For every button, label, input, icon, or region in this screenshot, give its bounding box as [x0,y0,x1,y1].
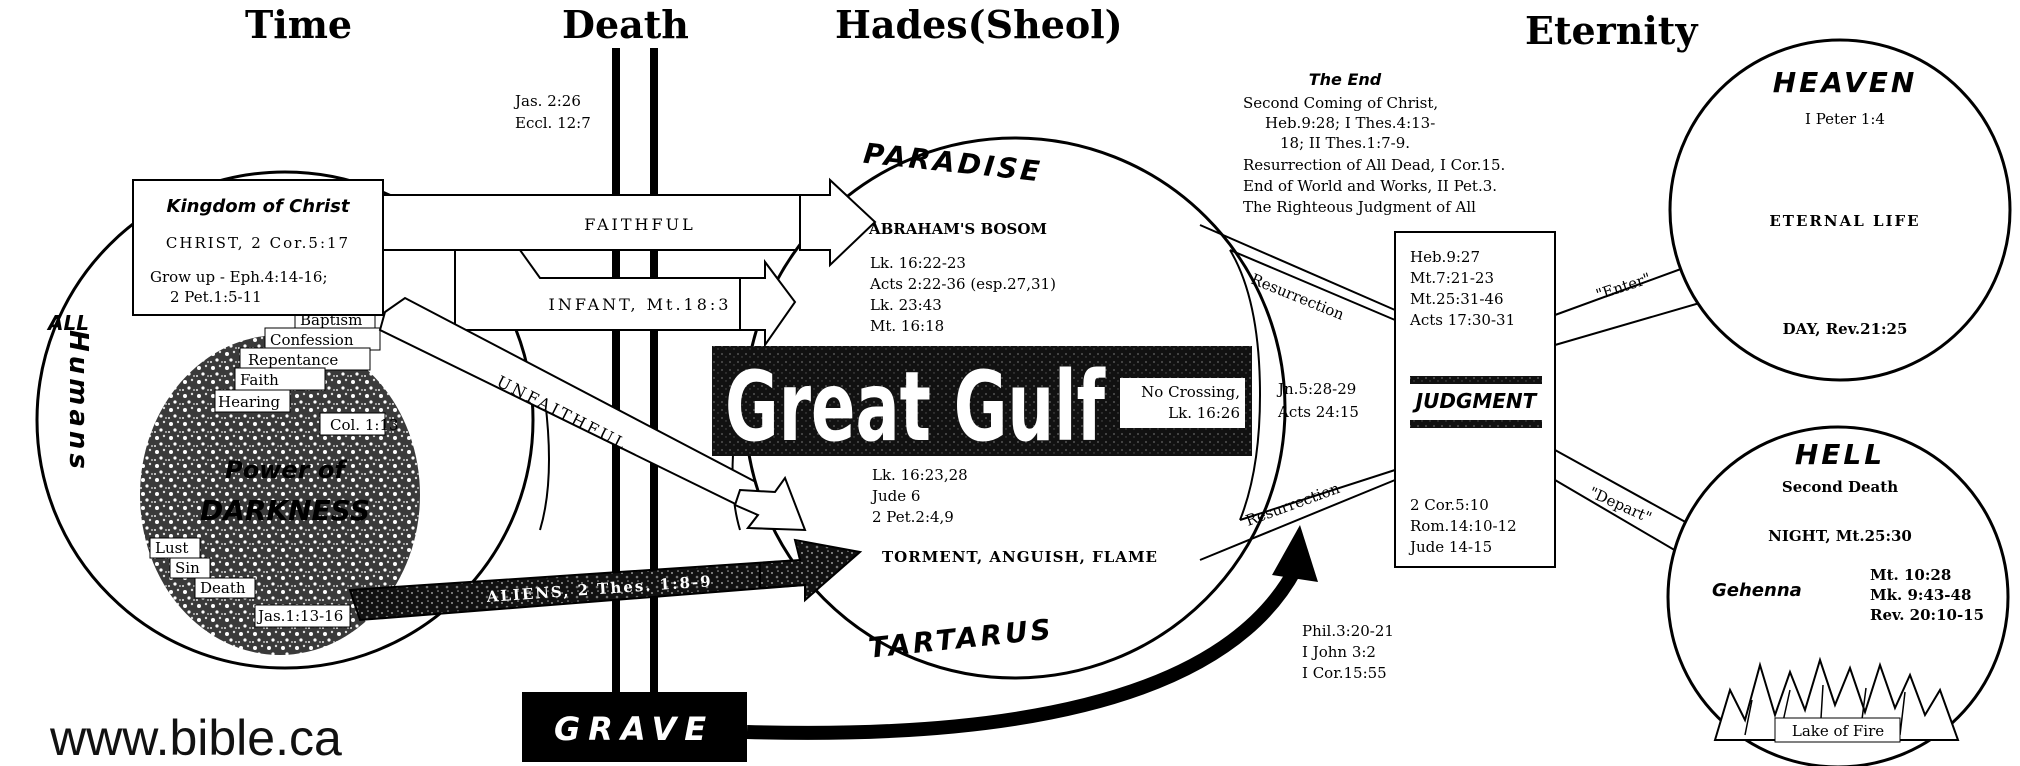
abrahams-bosom: ABRAHAM'S BOSOM [868,220,1047,238]
the-end-line-1: Second Coming of Christ, [1243,94,1438,112]
hell-ref-3: Rev. 20:10-15 [1870,606,1984,624]
faithful-label: FAITHFUL [584,215,695,234]
aliens-arrow-head [759,538,863,603]
sin-staircase [149,537,351,628]
paradise-ref-2: Acts 2:22-36 (esp.27,31) [869,275,1056,293]
phil-ref-2: I John 3:2 [1302,643,1376,661]
grow-up-1: Grow up - Eph.4:14-16; [150,268,328,286]
death-label: Death [200,579,246,597]
site-url[interactable]: www.bible.ca [49,710,342,766]
judgment-ref-6: Rom.14:10-12 [1410,517,1517,535]
tartarus-ref-3: 2 Pet.2:4,9 [872,508,954,526]
enter-line-lower [1554,299,1711,346]
jas-ref: Jas.1:13-16 [256,607,343,625]
judgment-ref-5: 2 Cor.5:10 [1410,496,1489,514]
judgment-hatch-bottom [1410,420,1542,428]
hell-circle [1666,425,2010,766]
hell-ref-2: Mk. 9:43-48 [1870,586,1971,604]
paradise-ref-1: Lk. 16:22-23 [870,254,966,272]
heaven-circle [1668,38,2012,382]
judgment-ref-4: Acts 17:30-31 [1409,311,1515,329]
hell-ref-1: Mt. 10:28 [1870,566,1951,584]
tartarus-ref-1: Lk. 16:23,28 [872,466,968,484]
the-end-line-6: The Righteous Judgment of All [1243,198,1476,216]
grave-to-resurrection-arrow [746,566,1302,740]
col-ref-box [319,412,386,436]
step-hearing: Hearing [218,393,281,411]
judgment-ref-3: Mt.25:31-46 [1410,290,1504,308]
lust-label: Lust [155,539,188,557]
judgment-ref-2: Mt.7:21-23 [1410,269,1494,287]
heaven-day: DAY, Rev.21:25 [1783,320,1908,338]
paradise-ref-3: Lk. 23:43 [870,296,942,314]
judgment-ref-7: Jude 14-15 [1408,538,1492,556]
death-column [612,48,658,698]
hell-night: NIGHT, Mt.25:30 [1768,527,1912,545]
great-gulf-label: Great Gulf [725,351,1106,463]
funnel-ref-1: Jn.5:28-29 [1276,380,1356,398]
death-ref-1: Jas. 2:26 [513,92,581,110]
phil-ref-3: I Cor.15:55 [1302,664,1387,682]
no-crossing-2: Lk. 16:26 [1168,404,1240,422]
infant-arrow-head [739,259,797,349]
no-crossing-box [1120,378,1245,428]
grave-box [522,692,747,762]
kingdom-box [132,179,384,316]
grow-up-2: 2 Pet.1:5-11 [170,288,262,306]
judgment-label: JUDGMENT [1412,389,1538,413]
kingdom-title: Kingdom of Christ [167,196,351,217]
gehenna-label: Gehenna [1712,580,1802,601]
header-death: Death [562,2,689,47]
step-repentance: Repentance [248,351,338,369]
judgment-ref-1: Heb.9:27 [1410,248,1480,266]
the-end-line-3: 18; II Thes.1:7-9. [1280,134,1410,152]
the-end-title: The End [1309,70,1382,89]
judgment-box [1394,231,1556,568]
death-ref-2: Eccl. 12:7 [515,114,591,132]
kingdom-ref: CHRIST, 2 Cor.5:17 [166,234,350,252]
all-label: ALL [46,311,89,335]
hell-title: HELL [1795,438,1885,471]
funnel-line-left [539,399,550,531]
col-ref: Col. 1:13 [330,416,399,434]
header-hades: Hades(Sheol) [835,2,1123,47]
grave-label: GRAVE [554,710,714,748]
second-death: Second Death [1782,478,1898,496]
lake-of-fire-label: Lake of Fire [1792,722,1884,740]
grave-arrow-head [1272,525,1318,582]
the-end-line-5: End of World and Works, II Pet.3. [1243,177,1497,195]
the-end-line-2: Heb.9:28; I Thes.4:13- [1265,114,1435,132]
header-eternity: Eternity [1525,8,1698,53]
power-label-2: DARKNESS [200,494,370,527]
step-confession: Confession [270,331,354,349]
eternal-life: ETERNAL LIFE [1769,212,1920,230]
heaven-title: HEAVEN [1773,66,1918,99]
step-faith: Faith [240,371,279,389]
no-crossing-1: No Crossing, [1141,383,1240,401]
paradise-ref-4: Mt. 16:18 [870,317,944,335]
tartarus-ref-2: Jude 6 [870,487,920,505]
heaven-ref: I Peter 1:4 [1805,110,1885,128]
faithful-arrow-head [799,177,877,268]
phil-ref-1: Phil.3:20-21 [1302,622,1394,640]
steps-staircase [214,307,381,413]
enter-label: "Enter" [1594,269,1653,304]
torment-label: TORMENT, ANGUISH, FLAME [882,548,1158,566]
humans-label: Humans [63,330,93,473]
lake-of-fire-flames [1713,656,1960,743]
resurrection-funnel [1199,224,1396,561]
the-end-line-4: Resurrection of All Dead, I Cor.15. [1243,156,1505,174]
enter-line-upper [1554,261,1701,316]
infant-label: INFANT, Mt.18:3 [549,295,732,314]
header-time: Time [245,2,352,47]
unfaithful-arrow-head [733,475,807,532]
judgment-hatch-top [1410,376,1542,384]
funnel-ref-2: Acts 24:15 [1277,403,1359,421]
sin-label: Sin [175,559,200,577]
power-label-1: Power of [225,456,347,484]
